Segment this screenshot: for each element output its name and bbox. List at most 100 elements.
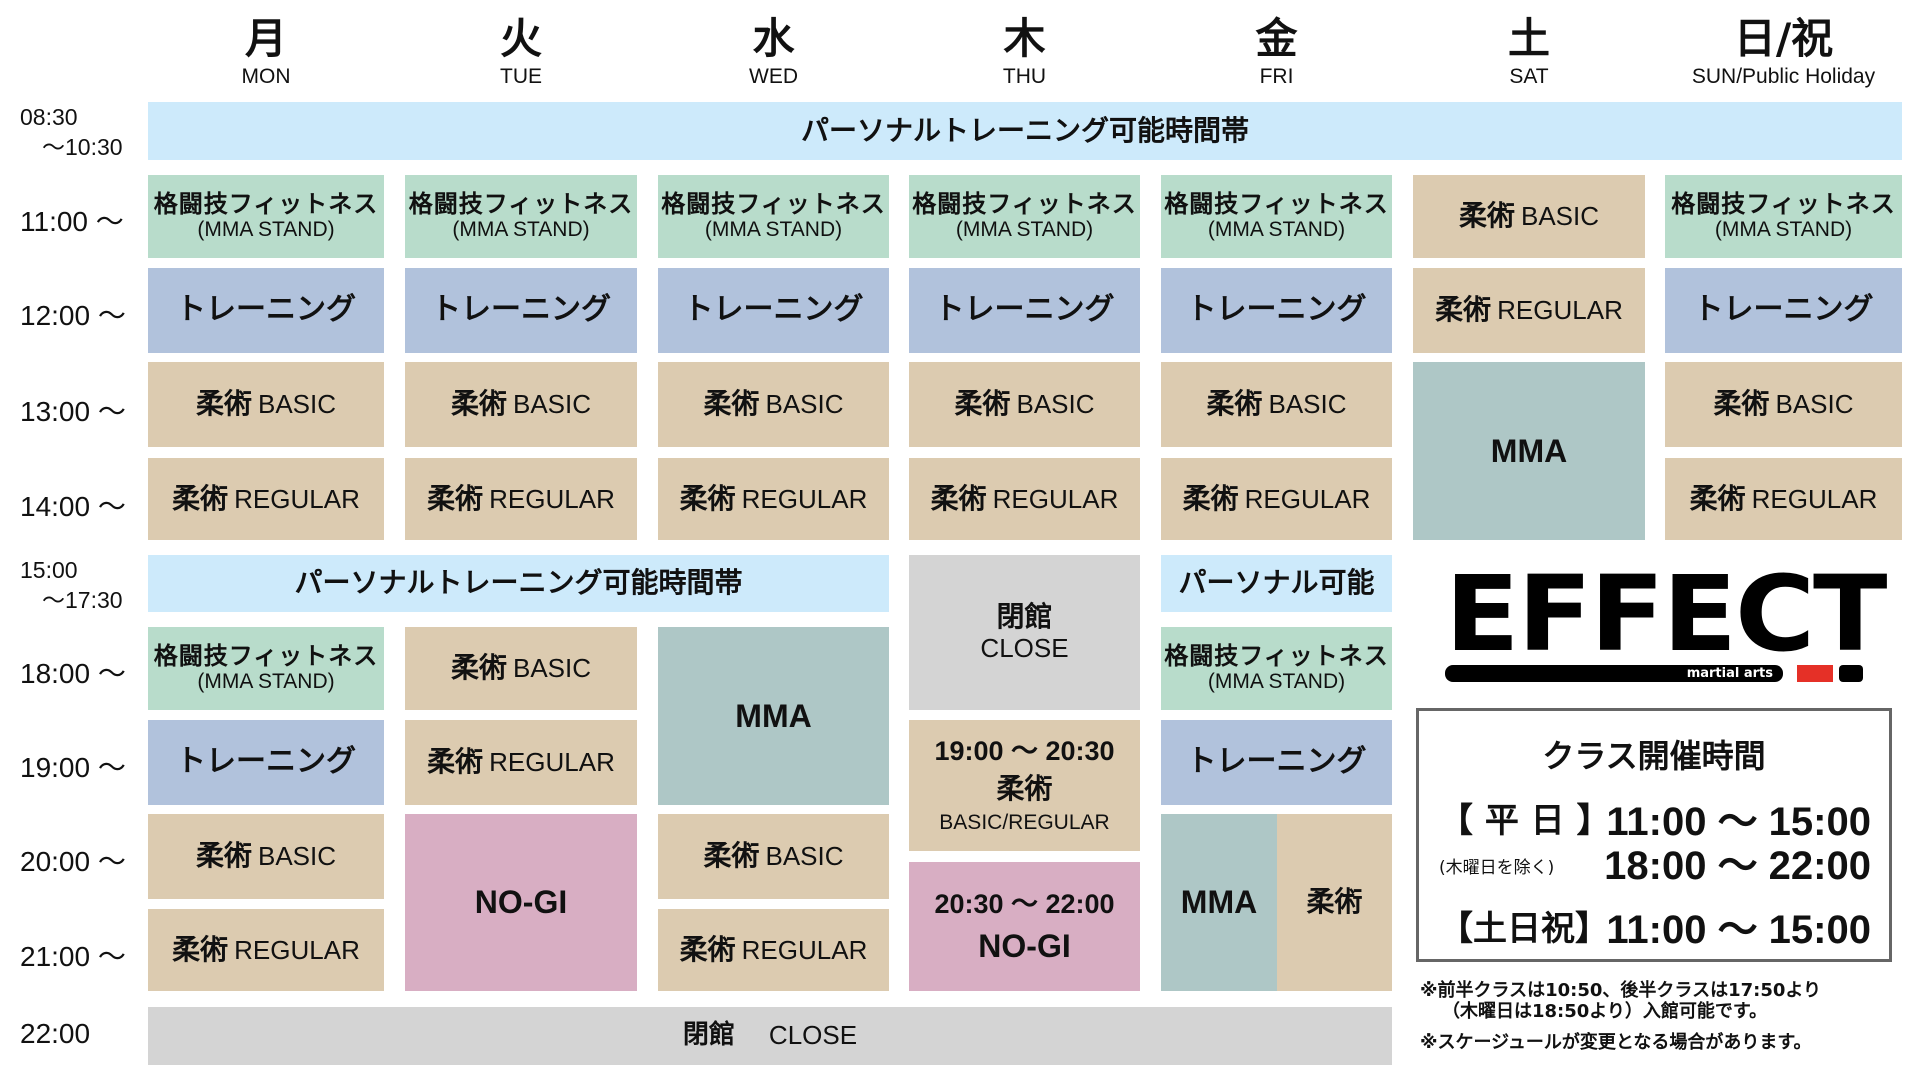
day-en: TUE — [500, 65, 542, 88]
class-time: 19:00 ～ 20:30 — [934, 735, 1115, 766]
mon-training-class: トレーニング — [148, 268, 384, 353]
time-label-21: 21:00 ～ — [20, 941, 126, 972]
cell-label-en: BASIC — [1016, 389, 1095, 420]
cell-label-en: REGULAR — [1244, 483, 1371, 514]
cell-sub: (MMA STAND) — [1207, 218, 1346, 242]
sun-fitness-class: 格闘技フィットネス(MMA STAND) — [1665, 175, 1902, 258]
cell-label: パーソナルトレーニング可能時間帯 — [294, 566, 743, 600]
cell-label: 柔術 — [996, 771, 1053, 805]
thu-training-class: トレーニング — [909, 268, 1140, 353]
cell-label-jp: 柔術 — [679, 481, 736, 515]
time-end: ～17:30 — [42, 587, 123, 613]
time-label-13: 13:00 ～ — [20, 396, 126, 427]
thu-jujutsu-class: 19:00 ～ 20:30 柔術 BASIC/REGULAR — [909, 720, 1140, 851]
cell-label-jp: 柔術 — [679, 932, 736, 966]
cell-label-jp: 柔術 — [1182, 481, 1239, 515]
cell-sub: (MMA STAND) — [704, 218, 843, 242]
cell-label: MMA — [735, 697, 812, 734]
thu-fitness-class: 格闘技フィットネス(MMA STAND) — [909, 175, 1140, 258]
day-en: MON — [241, 65, 291, 88]
cell-label-en: REGULAR — [489, 747, 615, 778]
mon-fitness-class: 格闘技フィットネス(MMA STAND) — [148, 627, 384, 710]
cell-label: 格闘技フィットネス — [912, 189, 1137, 218]
cell-label: トレーニング — [1186, 744, 1367, 780]
cell-label: 格闘技フィットネス — [153, 189, 379, 218]
weekday-hours-1: 11:00 ～ 15:00 — [1606, 800, 1871, 844]
cell-label-jp: 柔術 — [1206, 387, 1263, 421]
cell-label: NO-GI — [474, 884, 568, 921]
cell-label-en: BASIC — [1520, 201, 1600, 232]
cell-label-en: BASIC — [512, 653, 592, 684]
cell-label-jp: 柔術 — [450, 387, 507, 421]
tue-training-class: トレーニング — [405, 268, 637, 353]
time-label-19: 19:00 ～ — [20, 752, 126, 783]
cell-label-en: BASIC — [512, 389, 592, 420]
time-label-22: 22:00 — [20, 1018, 91, 1049]
time-label-12: 12:00 ～ — [20, 300, 126, 331]
tue-nogi-class: NO-GI — [405, 814, 637, 991]
personal-training-morning: パーソナルトレーニング可能時間帯 — [148, 102, 1902, 160]
cell-label-en: REGULAR — [234, 934, 360, 965]
cell-label: 格闘技フィットネス — [661, 189, 886, 218]
note-entry-time-thu: （木曜日は18:50より）入館可能です。 — [1442, 1001, 1768, 1022]
tue-fitness-class: 格闘技フィットネス(MMA STAND) — [405, 175, 637, 258]
weekday-hours-2: 18:00 ～ 22:00 — [1604, 844, 1871, 888]
cell-label-en: REGULAR — [489, 483, 615, 514]
weekday-label: 【 平 日 】 — [1439, 801, 1611, 841]
cell-label-en: REGULAR — [992, 483, 1119, 514]
cell-label-jp: 柔術 — [195, 839, 252, 873]
cell-label-en: BASIC — [257, 841, 337, 872]
time-start: 15:00 — [20, 557, 78, 583]
cell-label-jp: 柔術 — [450, 651, 507, 685]
cell-sub: (MMA STAND) — [1714, 218, 1853, 242]
fri-training-class: トレーニング — [1161, 720, 1392, 805]
cell-label: 格闘技フィットネス — [1164, 641, 1389, 670]
wed-training-class: トレーニング — [658, 268, 889, 353]
cell-label-jp: 柔術 — [172, 481, 229, 515]
effect-logo: EFFECT martial arts — [1445, 562, 1888, 686]
time-label-20: 20:00 ～ — [20, 846, 126, 877]
time-label-15: 15:00 ～17:30 — [20, 555, 138, 615]
cell-sub: (MMA STAND) — [197, 670, 335, 694]
time-label-18: 18:00 ～ — [20, 658, 126, 689]
mon-fitness-class: 格闘技フィットネス(MMA STAND) — [148, 175, 384, 258]
logo-word: EFFECT — [1445, 553, 1888, 675]
mon-training-class: トレーニング — [148, 720, 384, 805]
sun-training-class: トレーニング — [1665, 268, 1902, 353]
fri-personal: パーソナル可能 — [1161, 555, 1392, 612]
cell-label-jp: 柔術 — [930, 481, 987, 515]
fri-fitness-class: 格闘技フィットネス(MMA STAND) — [1161, 175, 1392, 258]
cell-label-jp: 柔術 — [1713, 387, 1770, 421]
cell-label: パーソナルトレーニング可能時間帯 — [800, 113, 1249, 147]
fri-mma: MMA — [1161, 814, 1277, 991]
weekday-note: (木曜日を除く) — [1439, 858, 1555, 878]
weekend-label: 【土日祝】 — [1439, 909, 1609, 949]
cell-label-jp: 閉館 — [996, 600, 1053, 634]
class-time: 20:30 ～ 22:00 — [934, 888, 1115, 919]
cell-sub: BASIC/REGULAR — [939, 811, 1110, 835]
cell-label-en: REGULAR — [741, 483, 868, 514]
cell-label-en: CLOSE — [768, 1020, 858, 1051]
cell-label: トレーニング — [176, 744, 356, 780]
day-jp: 金 — [1255, 14, 1298, 63]
day-en: THU — [1002, 65, 1047, 88]
cell-label-en: REGULAR — [234, 483, 360, 514]
wed-fitness-class: 格闘技フィットネス(MMA STAND) — [658, 175, 889, 258]
cell-label-jp: 柔術 — [427, 745, 484, 779]
cell-label: 格闘技フィットネス — [1164, 189, 1389, 218]
